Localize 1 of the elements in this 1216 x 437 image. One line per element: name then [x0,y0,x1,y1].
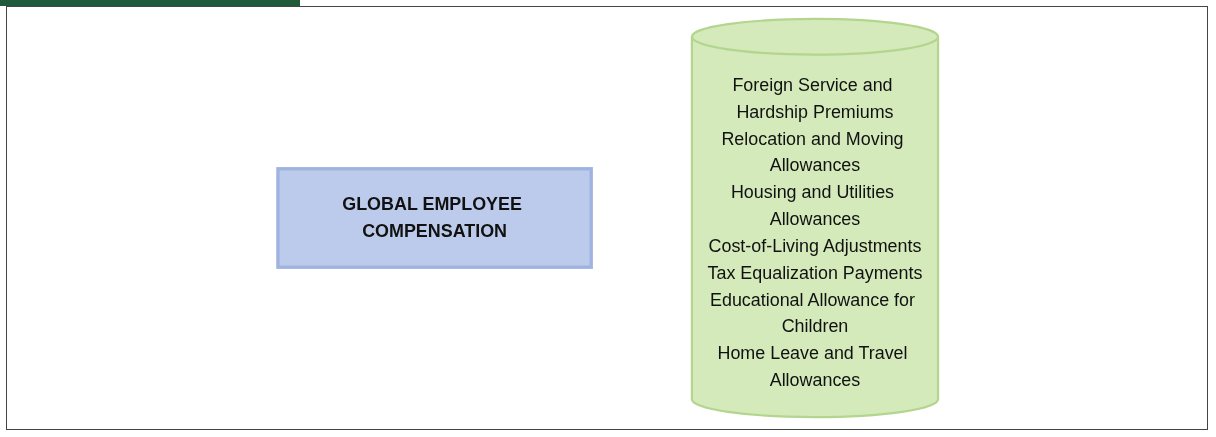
node-box: GLOBAL EMPLOYEE COMPENSATION [276,167,593,269]
